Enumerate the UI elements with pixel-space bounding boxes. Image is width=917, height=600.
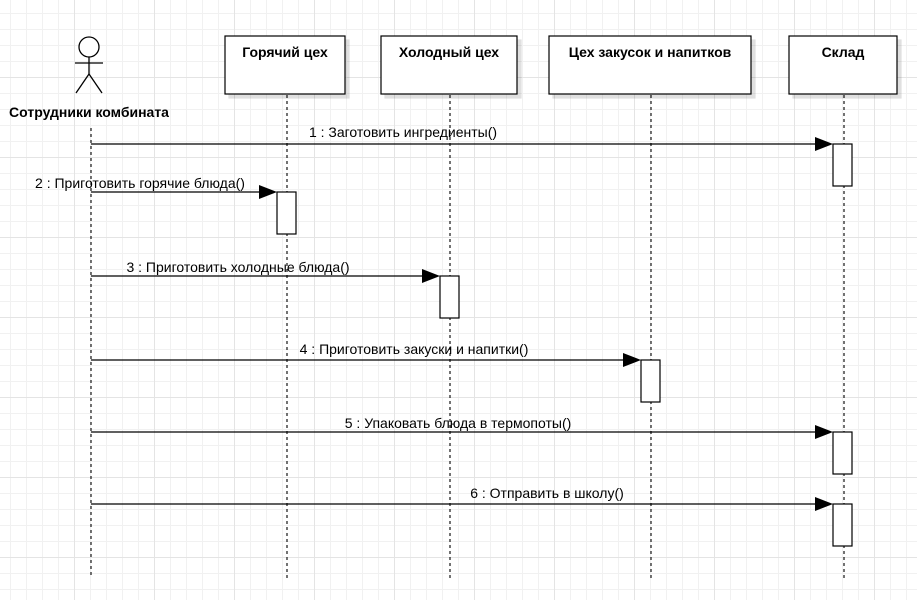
arrowhead-icon — [815, 497, 833, 511]
message-3[interactable]: 3 : Приготовить холодные блюда() — [91, 259, 440, 283]
arrowhead-icon — [815, 137, 833, 151]
message-5[interactable]: 5 : Упаковать блюда в термопоты() — [91, 415, 833, 439]
lifeline-title-hot: Горячий цех — [242, 44, 328, 60]
arrowhead-icon — [422, 269, 440, 283]
lifeline-box-store[interactable]: Склад — [788, 35, 898, 95]
message-label-6: 6 : Отправить в школу() — [470, 485, 624, 501]
lifeline-box-snacks[interactable]: Цех закусок и напитков — [548, 35, 752, 95]
lifeline-title-store: Склад — [822, 44, 865, 60]
activation-cold-3[interactable] — [439, 275, 460, 319]
message-2[interactable]: 2 : Приготовить горячие блюда() — [35, 175, 277, 199]
activation-store-1[interactable] — [832, 143, 853, 187]
message-label-3: 3 : Приготовить холодные блюда() — [126, 259, 349, 275]
message-label-5: 5 : Упаковать блюда в термопоты() — [345, 415, 572, 431]
lifeline-title-cold: Холодный цех — [399, 44, 499, 60]
activation-store-5[interactable] — [832, 431, 853, 475]
activation-store-6[interactable] — [832, 503, 853, 547]
lifeline-title-snacks: Цех закусок и напитков — [569, 44, 732, 60]
message-label-2: 2 : Приготовить горячие блюда() — [35, 175, 245, 191]
arrowhead-icon — [623, 353, 641, 367]
message-4[interactable]: 4 : Приготовить закуски и напитки() — [91, 341, 641, 367]
message-label-4: 4 : Приготовить закуски и напитки() — [300, 341, 529, 357]
lifeline-box-cold[interactable]: Холодный цех — [380, 35, 518, 95]
lifeline-box-hot[interactable]: Горячий цех — [224, 35, 346, 95]
message-1[interactable]: 1 : Заготовить ингредиенты() — [91, 124, 833, 151]
arrowhead-icon — [815, 425, 833, 439]
arrowhead-icon — [259, 185, 277, 199]
message-label-1: 1 : Заготовить ингредиенты() — [309, 124, 497, 140]
actor-figure[interactable] — [75, 36, 103, 94]
actor-label: Сотрудники комбината — [9, 104, 169, 120]
activation-snacks-4[interactable] — [640, 359, 661, 403]
activation-hot-2[interactable] — [276, 191, 297, 235]
message-6[interactable]: 6 : Отправить в школу() — [91, 485, 833, 511]
